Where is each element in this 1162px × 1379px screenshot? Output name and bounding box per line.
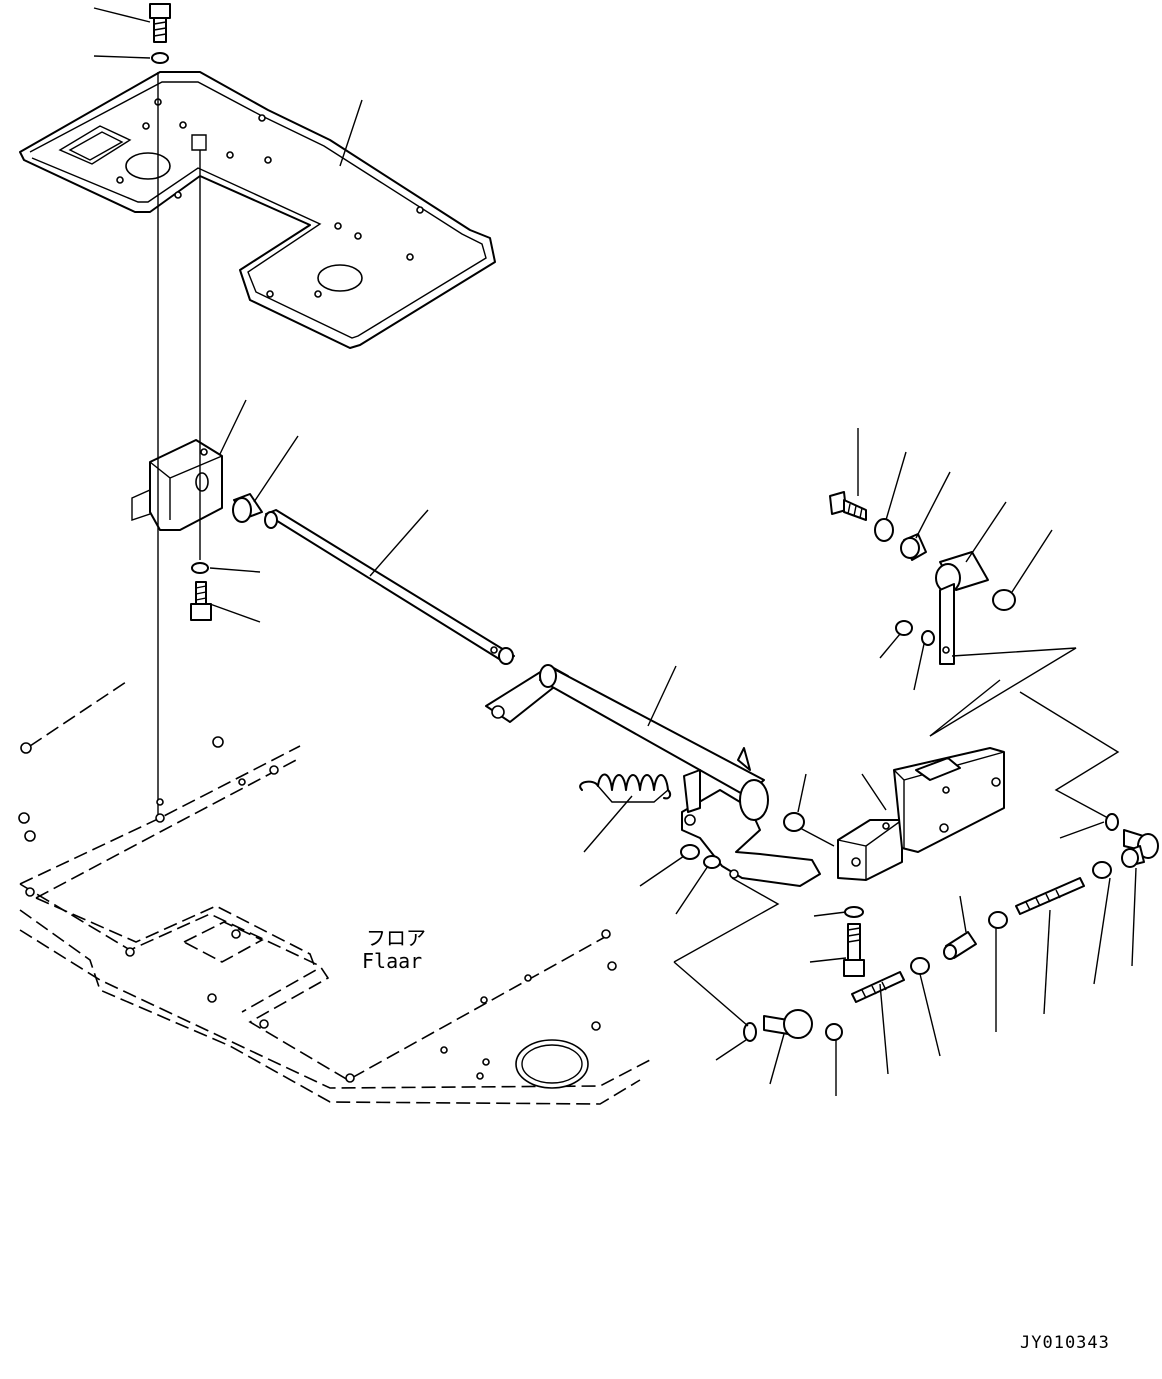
pedal-small-washer — [921, 630, 935, 646]
pedal-bolt — [829, 491, 867, 521]
return-spring — [579, 773, 672, 803]
pedal-nut — [895, 620, 913, 636]
lever-arm — [485, 664, 821, 887]
long-shaft — [264, 509, 515, 665]
rod-nut-far — [1092, 861, 1112, 879]
top-washer — [151, 52, 169, 64]
adjust-rod-long — [1015, 877, 1085, 915]
pedal-collar — [900, 533, 927, 561]
bracket-bolt — [190, 581, 212, 621]
pedal-bushing — [992, 589, 1016, 611]
rod-washer-right — [1105, 813, 1119, 831]
adjust-rod-short — [851, 971, 905, 1003]
rod-nut-left — [825, 1023, 843, 1041]
mounting-bracket — [131, 439, 223, 531]
lower-bolt — [843, 923, 865, 977]
floor-label-jp: フロア — [366, 926, 426, 950]
pedal-washer — [874, 518, 894, 542]
bracket-washer — [191, 562, 209, 574]
drawing-code: JY010343 — [1020, 1333, 1110, 1353]
shaft-bushing — [232, 493, 263, 523]
lower-washer — [844, 906, 864, 918]
turnbuckle — [943, 931, 977, 960]
pedal-arm — [935, 551, 989, 665]
floor-plate — [18, 681, 651, 1105]
rod-washer-left — [743, 1022, 757, 1042]
top-bolt — [149, 3, 171, 43]
lever-washer — [703, 855, 721, 869]
rod-nut-right — [988, 911, 1008, 929]
lever-bushing — [680, 844, 700, 860]
rod-nut-mid — [910, 957, 930, 975]
leader-lines — [93, 7, 1137, 1096]
right-bracket-block — [837, 747, 1005, 881]
rod-end-right — [1121, 829, 1159, 868]
rod-end-left — [763, 1009, 813, 1039]
top-cover-plate — [19, 71, 496, 349]
floor-label-en: Flaar — [362, 949, 422, 973]
mid-bushing — [783, 812, 805, 832]
